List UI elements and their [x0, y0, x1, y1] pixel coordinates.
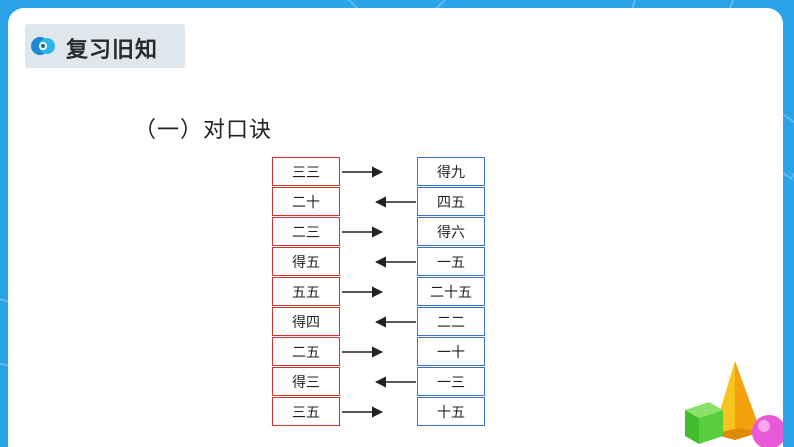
left-cell: 三五	[272, 397, 340, 426]
left-cell: 二五	[272, 337, 340, 366]
right-cell: 一三	[417, 367, 485, 396]
left-cell: 五五	[272, 277, 340, 306]
slide-content-panel: 复习旧知 （一）对口诀 三三二十二三得五五五得四二五得三三五 得九四五得六一五二…	[8, 8, 783, 447]
left-cell: 二三	[272, 217, 340, 246]
right-cell: 一十	[417, 337, 485, 366]
left-cell: 得四	[272, 307, 340, 336]
left-cell: 三三	[272, 157, 340, 186]
right-cell: 得六	[417, 217, 485, 246]
right-cell: 十五	[417, 397, 485, 426]
right-cell: 一五	[417, 247, 485, 276]
header-tab: 复习旧知	[25, 24, 185, 68]
connector-arrows	[342, 166, 416, 418]
left-cell: 二十	[272, 187, 340, 216]
right-cell: 得九	[417, 157, 485, 186]
page-title: 复习旧知	[66, 38, 159, 63]
right-cell: 二二	[417, 307, 485, 336]
left-cell: 得三	[272, 367, 340, 396]
left-cell: 得五	[272, 247, 340, 276]
section-heading: （一）对口诀	[134, 118, 273, 143]
geometric-shapes-illustration	[685, 361, 783, 447]
brand-logo-icon	[31, 37, 55, 55]
right-cell: 四五	[417, 187, 485, 216]
right-cell: 二十五	[417, 277, 485, 306]
